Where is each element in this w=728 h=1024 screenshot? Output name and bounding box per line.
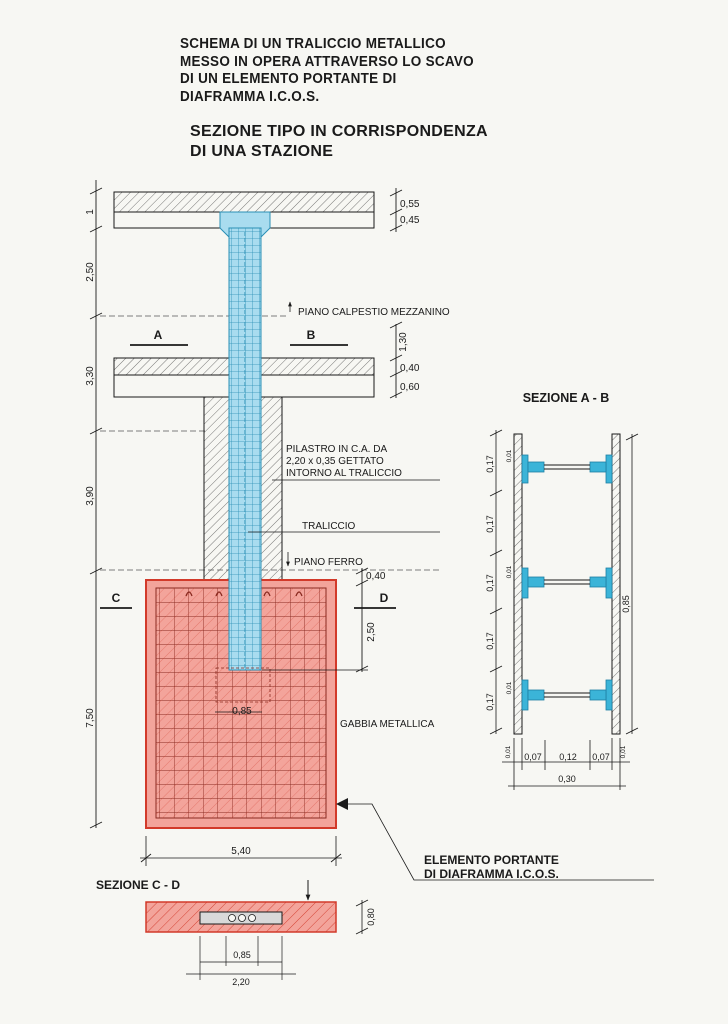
ab-right-chord (611, 433, 621, 735)
left-dim-4: 3,90 (85, 486, 96, 506)
ab-bottom-small-1: 0,01 (505, 745, 512, 758)
title-line-3: DI UN ELEMENTO PORTANTE DI (180, 71, 397, 87)
ab-bottom-small-2: 0,01 (620, 745, 627, 758)
cut-label-a: A (154, 328, 163, 342)
ab-left-dim-5: 0,17 (485, 693, 495, 711)
ab-left-dim-3: 0,17 (485, 574, 495, 592)
left-dim-5: 7,50 (85, 708, 96, 728)
ab-small-dim-3: 0,01 (506, 681, 513, 694)
right-dim-mid-3: 0,60 (400, 382, 420, 393)
drawing-title: SCHEMA DI UN TRALICCIO METALLICO MESSO I… (180, 36, 600, 106)
cut-label-d: D (380, 591, 389, 605)
ab-node-3 (521, 679, 613, 711)
left-dim-2: 2,50 (85, 262, 96, 282)
right-dim-low-1: 0,40 (366, 571, 386, 582)
elemento-arrowhead (336, 798, 348, 810)
title-line-1: SCHEMA DI UN TRALICCIO METALLICO (180, 36, 446, 52)
elemento-leader (340, 803, 654, 881)
left-dim-3: 3,30 (85, 366, 96, 386)
section-ab-title: SEZIONE A - B (523, 391, 610, 405)
ab-left-dim-2: 0,17 (485, 515, 495, 533)
ab-bottom-dim-2: 0,12 (559, 752, 577, 762)
truss-foot-outline (215, 667, 271, 703)
cd-truss-holes (228, 914, 256, 922)
right-dim-mid-2: 0,40 (400, 363, 420, 374)
label-piano-calpestio: PIANO CALPESTIO MEZZANINO (298, 307, 450, 318)
cut-markers (100, 344, 396, 609)
label-gabbia: GABBIA METALLICA (340, 719, 435, 730)
left-dimension-ticks (89, 187, 103, 829)
right-dim-top-2: 0,45 (400, 215, 420, 226)
ab-total-width: 0,30 (558, 774, 576, 784)
main-section: 1 2,50 3,30 3,90 7,50 (85, 180, 654, 881)
label-piano-ferro: PIANO FERRO (294, 557, 363, 568)
cut-label-b: B (307, 328, 316, 342)
right-dim-mid-1: 1,30 (398, 332, 409, 352)
top-slab (113, 191, 375, 213)
subtitle-line-2: DI UNA STAZIONE (190, 143, 334, 160)
cd-outer-width: 2,20 (232, 977, 250, 987)
label-traliccio: TRALICCIO (302, 521, 356, 532)
section-cd: SEZIONE C - D 0,80 0,85 2,20 (96, 878, 376, 987)
ab-bottom-dim-1: 0,07 (524, 752, 542, 762)
cut-label-c: C (112, 591, 121, 605)
left-dim-1: 1 (85, 209, 96, 215)
ab-small-dim-2: 0,01 (506, 565, 513, 578)
ab-right-dim: 0,85 (621, 595, 631, 613)
label-pilastro-3: INTORNO AL TRALICCIO (286, 468, 402, 479)
ab-small-dim-1: 0,01 (506, 449, 513, 462)
inner-dim-label: 0,85 (232, 706, 252, 717)
ab-node-1 (521, 454, 613, 484)
label-pilastro-1: PILASTRO IN C.A. DA (286, 444, 387, 455)
drawing-subtitle: SEZIONE TIPO IN CORRISPONDENZA DI UNA ST… (190, 122, 610, 162)
truss (219, 211, 271, 671)
label-elemento-2: DI DIAFRAMMA I.C.O.S. (424, 867, 559, 881)
cd-height-dim: 0,80 (366, 908, 376, 926)
cage-hooks (185, 591, 303, 597)
title-line-4: DIAFRAMMA I.C.O.S. (180, 88, 320, 105)
label-elemento-1: ELEMENTO PORTANTE (424, 853, 559, 867)
cd-inner-width: 0,85 (233, 950, 251, 960)
ab-node-2 (521, 567, 613, 599)
subtitle-line-1: SEZIONE TIPO IN CORRISPONDENZA (190, 123, 488, 140)
right-dim-low-2: 2,50 (366, 622, 377, 642)
section-cd-title: SEZIONE C - D (96, 878, 180, 892)
section-ab: SEZIONE A - B 0,17 0,17 0,17 0,17 0,17 (485, 391, 639, 790)
ab-left-dim-1: 0,17 (485, 455, 495, 473)
bottom-dim-label: 5,40 (231, 846, 251, 857)
ab-bottom-dim-3: 0,07 (592, 752, 610, 762)
title-line-2: MESSO IN OPERA ATTRAVERSO LO SCAVO (180, 53, 474, 70)
ab-left-dim-4: 0,17 (485, 632, 495, 650)
ab-left-chord (513, 433, 523, 735)
right-dim-top-1: 0,55 (400, 199, 420, 210)
label-pilastro-2: 2,20 x 0,35 GETTATO (286, 456, 384, 467)
